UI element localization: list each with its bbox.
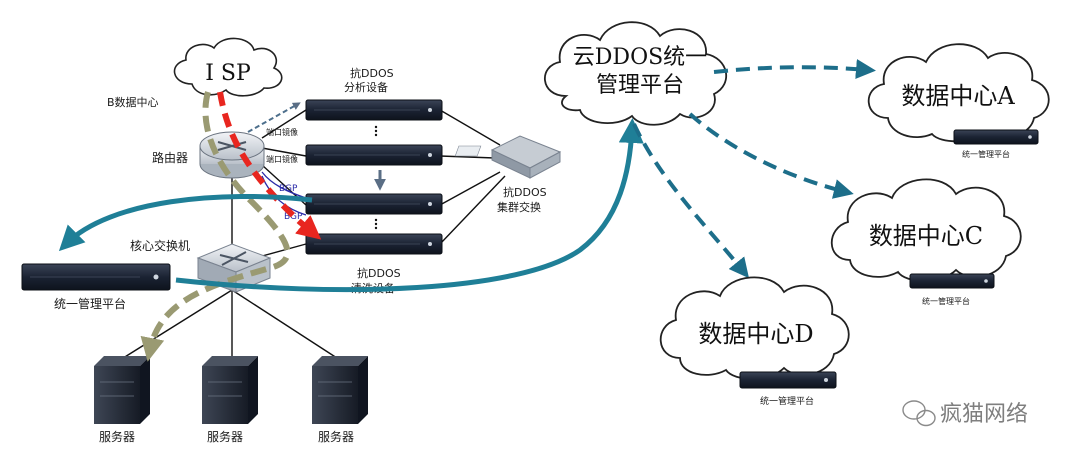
cloud-platform-cloud: 云DDOS统一 管理平台 [543,21,728,126]
attack-traffic-path [217,91,322,240]
cleaning-device-rack-2 [305,233,443,255]
port-mirror-label-1: 端口镜像 [266,127,298,137]
cleaning-device-rack-1 [305,193,443,215]
datacenter-d-cloud: 数据中心D [659,276,850,380]
cleaning-device-label-1: 抗DDOS [357,266,401,280]
port-mirror-label-2: 端口镜像 [266,154,298,164]
server-2 [202,356,258,424]
datacenter-d-device-label: 统一管理平台 [760,395,814,407]
analysis-device-label-1: 抗DDOS [350,66,394,80]
datacenter-a-device-label: 统一管理平台 [962,149,1010,159]
router-label: 路由器 [152,150,188,165]
isp-label: I SP [205,61,251,86]
server-label-2: 服务器 [207,429,243,444]
local-platform-device [21,263,171,291]
clean-traffic-path [140,91,291,362]
datacenter-a-cloud: 数据中心A [867,43,1050,143]
bgp-label-2: BGP [284,212,303,222]
server-label-1: 服务器 [99,429,135,444]
cluster-switch-label-1: 抗DDOS [503,185,547,199]
b-datacenter-label: B数据中心 [107,95,159,109]
server-1 [94,356,150,424]
datacenter-a-device [953,129,1039,145]
datacenter-d-device [739,371,837,389]
isp-cloud: I SP [173,37,283,97]
wechat-icon [902,400,936,427]
datacenter-d-title: 数据中心D [698,320,813,348]
server-3 [312,356,368,424]
distribution-arrows [632,59,876,279]
watermark-text: 疯猫网络 [940,402,1028,427]
cloud-platform-label-2: 管理平台 [596,73,684,98]
analysis-device-rack [305,99,443,121]
analysis-device-label-2: 分析设备 [344,80,388,94]
bgp-label-1: BGP [279,184,298,194]
local-platform-label: 统一管理平台 [54,296,126,311]
datacenter-c-device [909,273,995,289]
cluster-switch-label-2: 集群交换 [497,200,541,214]
rack-ellipsis [374,125,378,230]
mirror-dashed-arrow [247,102,301,133]
datacenter-c-cloud: 数据中心C [830,178,1022,282]
datacenter-c-device-label: 统一管理平台 [922,296,970,306]
core-switch-label: 核心交换机 [130,238,190,253]
network-links [119,109,506,361]
datacenter-c-title: 数据中心C [869,222,983,250]
server-label-3: 服务器 [318,429,354,444]
teal-arrow-to-cloud-platform [175,118,644,293]
teal-arrow-to-local-platform [58,193,313,252]
datacenter-a-title: 数据中心A [901,82,1015,110]
analysis-device-rack-2 [305,144,443,166]
watermark: 疯猫网络 [902,400,1028,427]
cloud-platform-label-1: 云DDOS统一 [573,45,707,70]
cluster-switch [454,135,562,179]
